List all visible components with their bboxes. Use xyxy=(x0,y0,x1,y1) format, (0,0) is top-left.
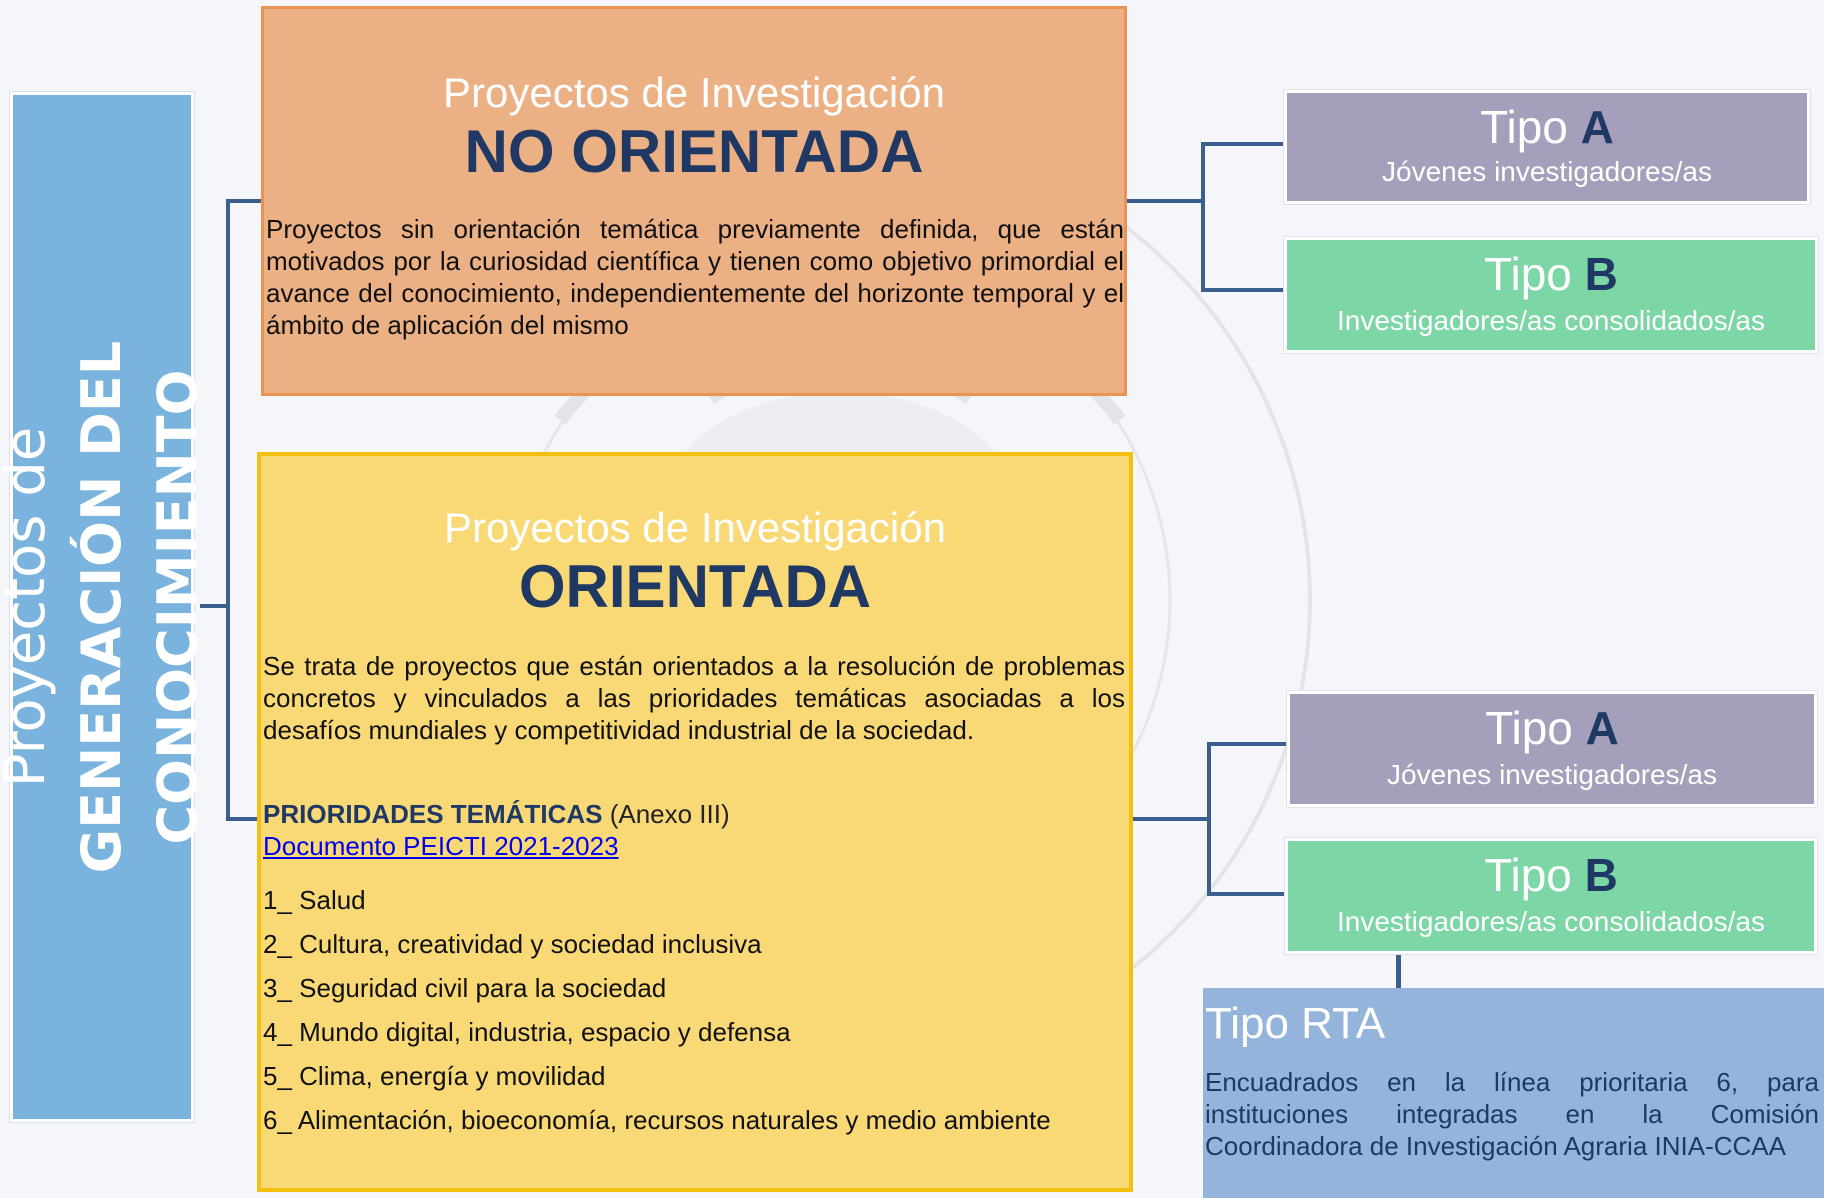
tipo-b-subtitle: Investigadores/as consolidados/as xyxy=(1336,305,1766,336)
connector-to-no-orientada xyxy=(226,199,262,203)
priorities-list: 1_ Salud 2_ Cultura, creatividad y socie… xyxy=(263,884,1051,1148)
no-orientada-subtitle: Proyectos de Investigación xyxy=(443,69,945,116)
orientada-tipo-a: Tipo A Jóvenes investigadores/as xyxy=(1286,690,1818,808)
connector-no-orientada-tipo-b xyxy=(1201,288,1283,292)
priority-item: 1_ Salud xyxy=(263,885,366,915)
tipo-a-label: Tipo A xyxy=(1287,99,1807,155)
priority-item: 5_ Clima, energía y movilidad xyxy=(263,1061,606,1091)
left-banner-line1: Proyectos de xyxy=(0,426,58,788)
priority-item: 2_ Cultura, creatividad y sociedad inclu… xyxy=(263,929,762,959)
priorities-heading-label: PRIORIDADES TEMÁTICAS xyxy=(263,799,603,829)
priority-item: 4_ Mundo digital, industria, espacio y d… xyxy=(263,1017,791,1047)
tipo-letter: A xyxy=(1580,101,1614,153)
tipo-b-label: Tipo B xyxy=(1287,246,1815,302)
connector-orientada-tipo-a xyxy=(1207,742,1287,746)
left-banner: Proyectos de GENERACIÓN DEL CONOCIMIENTO xyxy=(0,91,209,1123)
no-orientada-tipo-a: Tipo A Jóvenes investigadores/as xyxy=(1283,89,1811,205)
tipo-prefix: Tipo xyxy=(1480,101,1568,153)
peicti-document-link[interactable]: Documento PEICTI 2021-2023 xyxy=(263,831,619,861)
orientada-title: ORIENTADA xyxy=(518,553,872,620)
connector-to-orientada xyxy=(226,817,258,821)
tipo-a-subtitle: Jóvenes investigadores/as xyxy=(1387,759,1717,790)
tipo-prefix: Tipo xyxy=(1484,248,1572,300)
connector-no-orientada-out xyxy=(1127,199,1205,203)
connector-orientada-out xyxy=(1133,817,1211,821)
tipo-a-label: Tipo A xyxy=(1290,700,1814,756)
priority-item: 3_ Seguridad civil para la sociedad xyxy=(263,973,667,1003)
tipo-b-label: Tipo B xyxy=(1288,847,1814,903)
tipo-letter: A xyxy=(1585,702,1619,754)
orientada-description: Se trata de proyectos que están orientad… xyxy=(263,651,1125,745)
no-orientada-description: Proyectos sin orientación temática previ… xyxy=(266,214,1124,340)
connector-orientada-vertical xyxy=(1207,742,1211,896)
no-orientada-box: Proyectos de Investigación NO ORIENTADA … xyxy=(261,6,1127,396)
tipo-rta-title: Tipo RTA xyxy=(1205,999,1386,1048)
no-orientada-tipo-b: Tipo B Investigadores/as consolidados/as xyxy=(1283,236,1819,354)
connector-banner-stub xyxy=(200,604,230,608)
tipo-prefix: Tipo xyxy=(1485,702,1573,754)
left-banner-line2: GENERACIÓN DEL CONOCIMIENTO xyxy=(70,340,209,874)
tipo-prefix: Tipo xyxy=(1484,849,1572,901)
tipo-rta-description: Encuadrados en la línea prioritaria 6, p… xyxy=(1205,1067,1819,1161)
connector-no-orientada-vertical xyxy=(1201,142,1205,292)
connector-trunk-left xyxy=(226,199,230,821)
orientada-box: Proyectos de Investigación ORIENTADA Se … xyxy=(257,452,1133,1192)
connector-orientada-tipo-b xyxy=(1207,892,1287,896)
tipo-a-subtitle: Jóvenes investigadores/as xyxy=(1382,156,1712,187)
priority-item: 6_ Alimentación, bioeconomía, recursos n… xyxy=(263,1105,1051,1135)
tipo-b-subtitle: Investigadores/as consolidados/as xyxy=(1336,906,1766,937)
tipo-letter: B xyxy=(1584,849,1618,901)
tipo-letter: B xyxy=(1584,248,1618,300)
priorities-heading: PRIORIDADES TEMÁTICAS (Anexo III) xyxy=(263,799,730,830)
connector-tipo-b-to-rta xyxy=(1396,945,1401,990)
priorities-annex: (Anexo III) xyxy=(609,799,730,829)
connector-no-orientada-tipo-a xyxy=(1201,142,1283,146)
tipo-rta-box: Tipo RTA Encuadrados en la línea priorit… xyxy=(1203,988,1824,1198)
left-banner-text: Proyectos de GENERACIÓN DEL CONOCIMIENTO xyxy=(0,107,216,1107)
orientada-tipo-b: Tipo B Investigadores/as consolidados/as xyxy=(1284,837,1818,955)
orientada-subtitle: Proyectos de Investigación xyxy=(444,504,946,551)
no-orientada-title: NO ORIENTADA xyxy=(464,118,924,185)
